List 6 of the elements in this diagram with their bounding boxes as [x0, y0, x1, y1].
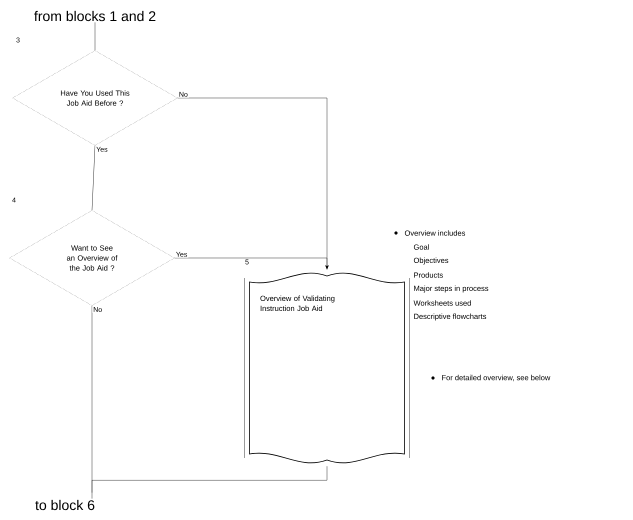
connector: [92, 146, 96, 210]
connector: [92, 466, 328, 493]
connector: [174, 258, 329, 270]
terminal-text: from blocks 1 and 2: [34, 10, 156, 22]
connector: [94, 22, 96, 50]
terminal-text: to block 6: [35, 500, 94, 510]
